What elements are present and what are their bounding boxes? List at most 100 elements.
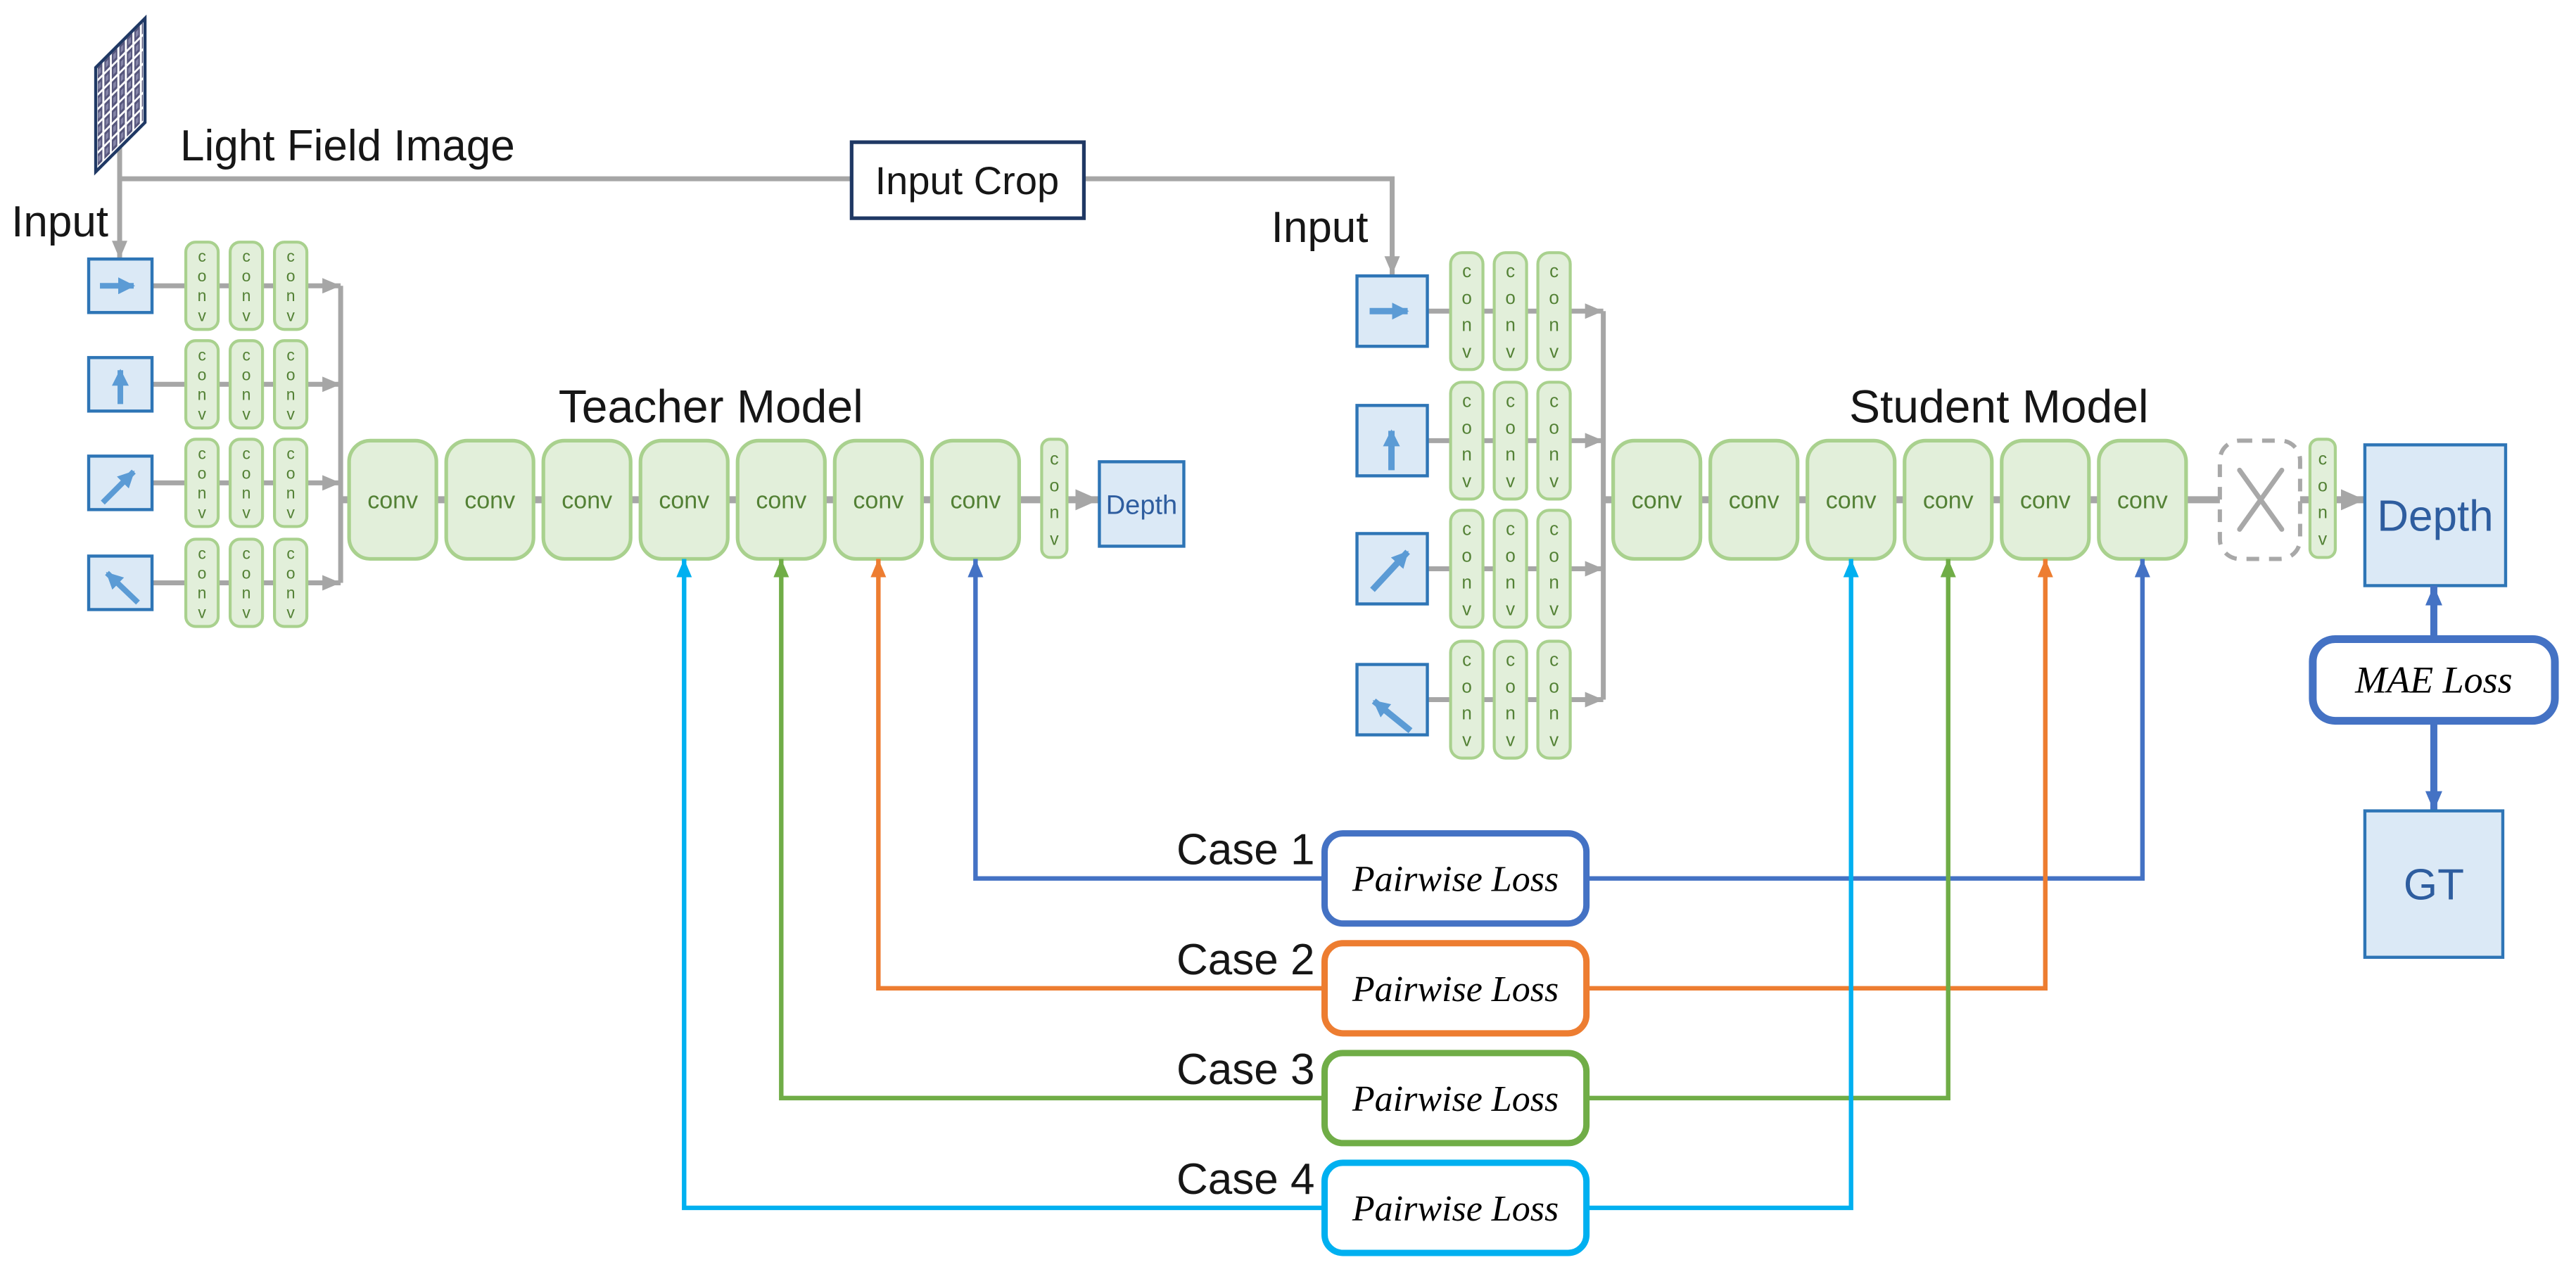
student-conv-1 xyxy=(1611,438,1703,561)
mae-loss-label: MAE Loss xyxy=(2354,659,2513,701)
pairwise-loss-box-4 xyxy=(1321,1159,1590,1256)
conv-column xyxy=(1492,639,1528,760)
pairwise-loss-label-1: Pairwise Loss xyxy=(1352,860,1559,900)
teacher-conv-1 xyxy=(347,438,438,561)
conv-column xyxy=(228,438,265,528)
case1-label: Case 1 xyxy=(1176,826,1314,874)
conv-column xyxy=(1492,251,1528,371)
case4-label: Case 4 xyxy=(1176,1155,1314,1204)
conv-label: conv xyxy=(2117,487,2168,514)
case1-student-connector xyxy=(1586,559,2150,881)
conv-label: conv xyxy=(1826,487,1877,514)
teacher-depth-box xyxy=(1098,460,1186,548)
conv-column xyxy=(273,438,309,528)
student-model-title: Student Model xyxy=(1849,380,2149,432)
student-head-conv xyxy=(2308,438,2337,559)
conv-label: conv xyxy=(950,487,1001,514)
view-box-up-left xyxy=(1355,663,1429,737)
student-depth-box xyxy=(2363,443,2508,587)
light-field-image-icon xyxy=(94,14,147,176)
conv-column xyxy=(273,537,309,628)
case4-student-connector xyxy=(1586,559,1859,1211)
conv-column xyxy=(1449,509,1485,629)
conv-column xyxy=(1449,251,1485,371)
conv-column xyxy=(184,537,220,628)
teacher-conv-2 xyxy=(444,438,535,561)
input-crop-rect xyxy=(849,140,1086,220)
conv-column xyxy=(228,241,265,331)
conv-column xyxy=(1449,639,1485,760)
crop-line-right-segment xyxy=(1084,176,1400,275)
pairwise-loss-box-1 xyxy=(1321,830,1590,927)
conv-column xyxy=(184,438,220,528)
pairwise-loss-label-2: Pairwise Loss xyxy=(1352,969,1559,1010)
case3-student-connector xyxy=(1586,559,1956,1101)
conv-label: conv xyxy=(2020,487,2071,514)
conv-column xyxy=(1492,509,1528,629)
conv-label: conv xyxy=(756,487,806,514)
conv-label: conv xyxy=(659,487,709,514)
pairwise-loss-label-3: Pairwise Loss xyxy=(1352,1079,1559,1119)
case2-label: Case 2 xyxy=(1176,936,1314,984)
conv-label: conv xyxy=(853,487,903,514)
conv-label: conv xyxy=(367,487,418,514)
case3-label: Case 3 xyxy=(1176,1045,1314,1094)
arrow-up-left-icon xyxy=(105,571,140,605)
conv-label: conv xyxy=(1632,487,1682,514)
teacher-depth-label: Depth xyxy=(1106,490,1177,520)
case2-student-connector xyxy=(1586,559,2053,991)
conv-label: conv xyxy=(1729,487,1779,514)
arrow-up-left-icon xyxy=(1371,699,1413,734)
conv-column xyxy=(1536,509,1572,629)
conv-column xyxy=(228,339,265,430)
mae-loss-chain: MAE Loss GT xyxy=(2309,585,2559,959)
conv-column xyxy=(1536,251,1572,371)
conv-label: conv xyxy=(1923,487,1974,514)
conv-column xyxy=(1536,381,1572,501)
case4-teacher-connector xyxy=(676,559,1325,1211)
conv-column xyxy=(1449,381,1485,501)
case2-teacher-connector xyxy=(870,559,1325,991)
conv-column xyxy=(1492,381,1528,501)
x-mark-icon xyxy=(2237,467,2285,532)
pairwise-loss-box-3 xyxy=(1321,1050,1590,1147)
light-field-image-label: Light Field Image xyxy=(180,122,515,170)
gt-box xyxy=(2363,809,2505,959)
conv-column xyxy=(228,537,265,628)
input-label-left: Input xyxy=(11,198,108,246)
conv-column xyxy=(273,339,309,430)
teacher-conv-3 xyxy=(541,438,633,561)
conv-column xyxy=(184,339,220,430)
arrow-up-right-icon xyxy=(101,469,136,505)
case1-teacher-connector xyxy=(967,559,1325,881)
student-conv-2 xyxy=(1708,438,1800,561)
